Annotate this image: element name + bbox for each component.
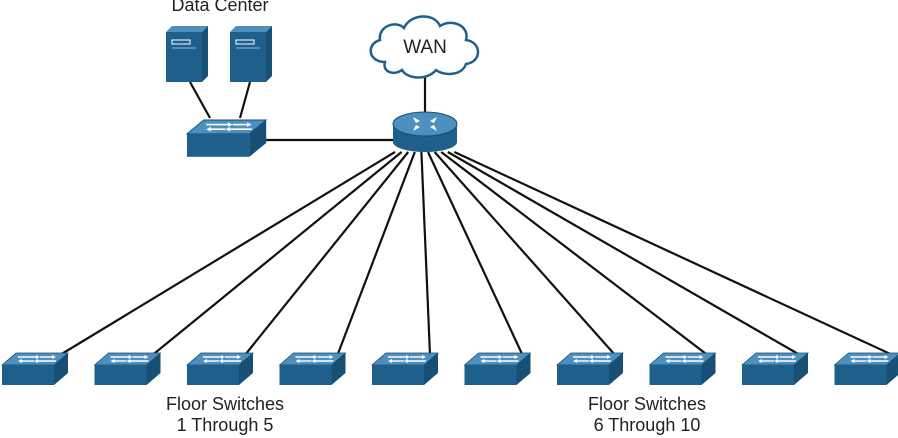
floor-switch-8-switch-icon (648, 352, 717, 386)
floor-switch-2-switch-icon (93, 352, 162, 386)
floor-switch-6-switch-icon (463, 352, 532, 386)
floor-link-7 (433, 151, 616, 356)
wan-label: WAN (403, 37, 447, 58)
server2-link (238, 81, 252, 119)
floor-right-line1: Floor Switches (587, 394, 707, 414)
floor-switch-5-switch-icon (371, 352, 439, 386)
switch-icon (186, 119, 268, 158)
floor-switches-right-label: Floor Switches 6 Through 10 (532, 394, 762, 436)
floor-switch-1-switch-icon (1, 352, 69, 386)
floor-left-line2: 1 Through 5 (176, 415, 274, 435)
floor-switch-9-switch-icon (741, 352, 809, 386)
data-center-label: Data Center (171, 0, 269, 15)
floor-link-2 (151, 151, 403, 356)
server-icon (165, 25, 209, 83)
floor-link-5 (420, 151, 432, 356)
floor-switch-4-switch-icon (278, 352, 347, 386)
server-icon (229, 25, 273, 83)
floor-left-line1: Floor Switches (165, 394, 285, 414)
router-icon (392, 111, 458, 152)
floor-switches-left-label: Floor Switches 1 Through 5 (110, 394, 340, 436)
floor-link-3 (244, 151, 410, 356)
floor-link-10 (453, 151, 893, 356)
server1-link (189, 81, 211, 119)
floor-right-line2: 6 Through 10 (593, 415, 701, 435)
floor-link-1 (59, 151, 396, 356)
router-links (59, 151, 893, 356)
floor-switch-10-switch-icon (833, 352, 898, 386)
floor-link-9 (447, 151, 801, 356)
floor-switch-3-switch-icon (186, 352, 254, 386)
floor-link-4 (336, 151, 416, 356)
floor-switch-7-switch-icon (556, 352, 624, 386)
cloud-icon (369, 15, 480, 79)
floor-link-6 (427, 151, 524, 356)
floor-link-8 (440, 151, 709, 356)
